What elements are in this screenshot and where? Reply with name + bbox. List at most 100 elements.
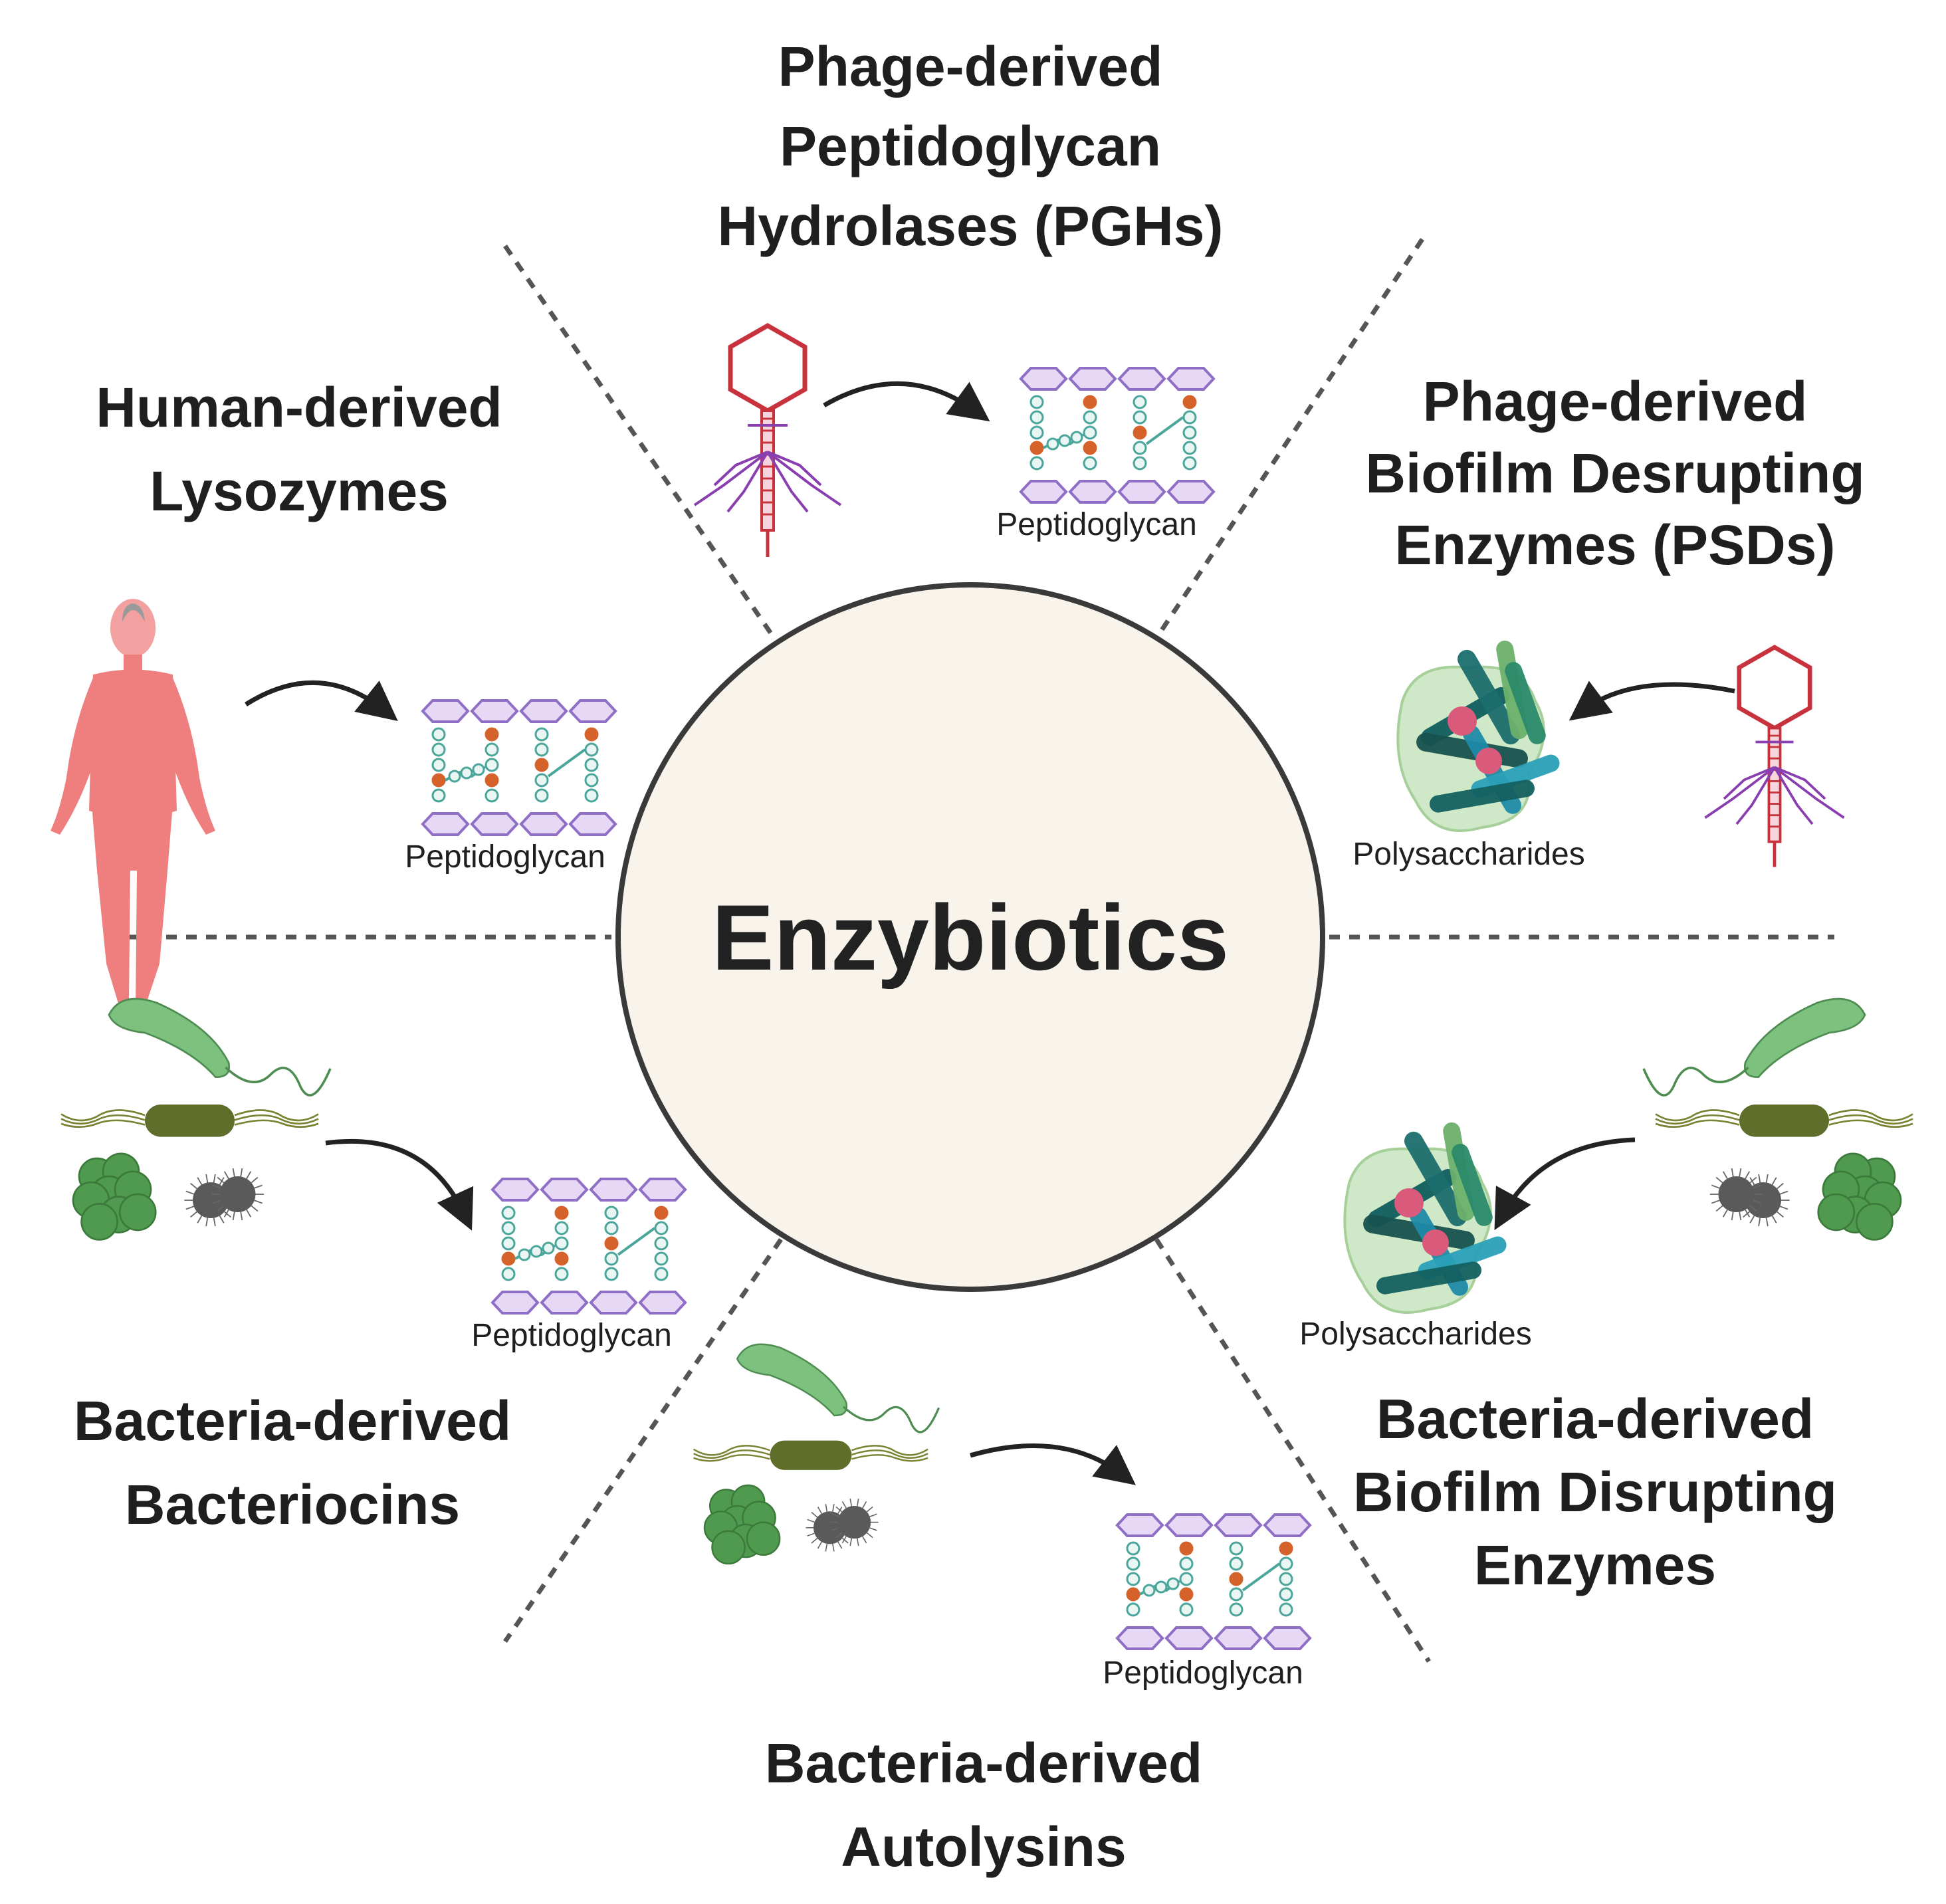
pilus xyxy=(205,1174,209,1183)
peptide-residue xyxy=(1179,1587,1194,1602)
pilus xyxy=(841,1537,849,1544)
bridge-residue xyxy=(1058,434,1071,447)
sugar-unit xyxy=(470,699,519,723)
pilus xyxy=(217,1176,225,1184)
title-phage-pghs: Phage-derived Peptidoglycan Hydrolases (… xyxy=(638,27,1303,266)
pilus xyxy=(825,1504,828,1512)
peptidoglycan-icon xyxy=(1115,1513,1312,1650)
pilus xyxy=(1731,1212,1734,1221)
peptide-residue xyxy=(1133,441,1147,455)
pilus xyxy=(219,1215,225,1223)
biofilm-rod xyxy=(1505,662,1546,744)
sugar-unit xyxy=(1166,480,1216,504)
pilus xyxy=(807,1519,815,1523)
tail-fiber xyxy=(767,451,822,486)
bacteriophage-icon xyxy=(1704,645,1845,867)
pilus xyxy=(841,1536,847,1544)
center-label: Enzybiotics xyxy=(712,885,1229,990)
sugar-unit xyxy=(1164,1513,1214,1537)
peptide-residue xyxy=(501,1251,516,1266)
title-line: Bacteria-derived xyxy=(73,1390,512,1452)
curved-rod-bacterium xyxy=(108,998,231,1078)
peptide-residue xyxy=(1029,425,1044,440)
flagella xyxy=(1828,1109,1913,1122)
coccus xyxy=(118,1193,157,1231)
peptide-residue xyxy=(584,727,599,742)
curved-rod-bacterium xyxy=(736,1343,848,1417)
peptide-residue xyxy=(1229,1587,1243,1602)
peptide-residue xyxy=(554,1221,569,1235)
sugar-unit xyxy=(1263,1513,1312,1537)
pilus xyxy=(1765,1174,1769,1183)
pilus xyxy=(251,1205,259,1212)
sugar-unit xyxy=(1019,367,1068,391)
peptide-residue xyxy=(1229,1572,1243,1586)
peptide-residue xyxy=(1133,456,1147,471)
phage-capsid xyxy=(728,322,808,414)
right-arm xyxy=(165,678,215,835)
target-label-top: Peptidoglycan xyxy=(996,507,1197,542)
peptide-residue xyxy=(534,742,549,757)
sugar-unit xyxy=(1214,1626,1263,1650)
flagella xyxy=(234,1119,319,1128)
divider-bottom-right xyxy=(1154,1238,1431,1663)
pilus xyxy=(240,1168,243,1177)
flagella xyxy=(1828,1114,1913,1125)
bridge-residue xyxy=(1070,431,1083,444)
sugar-unit xyxy=(519,699,568,723)
peptide-residue xyxy=(534,758,549,772)
bridge-residue xyxy=(530,1245,543,1258)
pilus xyxy=(246,1209,252,1217)
pilus xyxy=(197,1215,203,1223)
peptide-residue xyxy=(501,1221,516,1235)
pilus xyxy=(832,1504,835,1512)
pilus xyxy=(841,1501,847,1509)
cross-bridge xyxy=(617,1227,656,1256)
peptide-residue xyxy=(1029,395,1044,409)
pilus xyxy=(1771,1177,1777,1186)
peptide-residue xyxy=(1126,1602,1140,1617)
peptide-residue xyxy=(1182,410,1197,425)
bridge-residue xyxy=(1154,1580,1168,1594)
pilus xyxy=(1739,1212,1742,1221)
pilus xyxy=(223,1209,229,1217)
sugar-unit xyxy=(519,812,568,836)
pilus xyxy=(1758,1174,1761,1183)
flagella xyxy=(851,1445,928,1456)
flagella xyxy=(693,1449,770,1459)
peptide-residue xyxy=(1279,1602,1293,1617)
flagellum xyxy=(1642,1066,1749,1097)
arrow-bottom-left xyxy=(325,1138,474,1231)
sugar-unit xyxy=(540,1178,589,1202)
peptide-residue xyxy=(1279,1556,1293,1571)
flagella xyxy=(851,1454,928,1462)
pilus xyxy=(197,1177,203,1186)
hair xyxy=(122,603,145,622)
flagellum xyxy=(842,1406,940,1433)
flagella xyxy=(234,1114,319,1125)
pilus xyxy=(831,1513,839,1517)
tail-fiber xyxy=(1774,766,1826,800)
pilus xyxy=(1745,1171,1751,1180)
left-arm xyxy=(51,678,101,835)
target-label-top-right: Polysaccharides xyxy=(1352,837,1585,872)
human-body-icon xyxy=(51,599,215,1004)
cross-bridge xyxy=(547,748,586,778)
sugar-unit xyxy=(1019,480,1068,504)
sugar-unit xyxy=(638,1291,687,1315)
bacteriophage-icon xyxy=(693,322,842,557)
polysaccharide-granule xyxy=(1422,1229,1449,1256)
peptide-residue xyxy=(584,773,599,788)
peptide-residue xyxy=(1126,1541,1140,1556)
sugar-unit xyxy=(1115,1626,1164,1650)
pilus xyxy=(832,1543,835,1552)
pilus xyxy=(869,1527,877,1531)
flagella xyxy=(60,1119,146,1128)
title-line: Hydrolases (PGHs) xyxy=(717,195,1224,257)
pilus xyxy=(254,1200,263,1204)
pilus xyxy=(1749,1176,1757,1184)
tail-fiber xyxy=(1773,766,1845,819)
pilus xyxy=(1753,1184,1762,1189)
flagella xyxy=(60,1114,146,1125)
pilus xyxy=(1715,1176,1723,1184)
